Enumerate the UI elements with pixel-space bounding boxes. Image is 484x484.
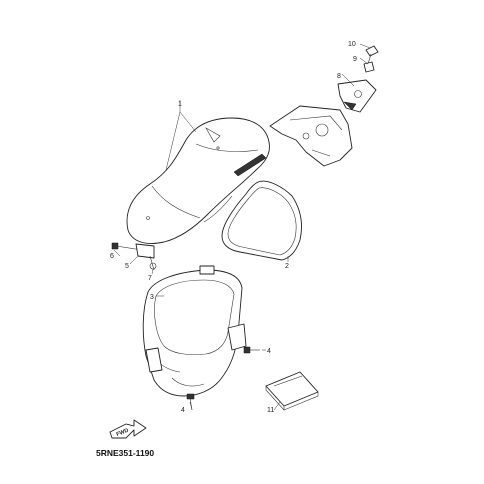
- seat: [126, 117, 270, 244]
- screw-4-right: [243, 346, 260, 354]
- hinge-plate: [337, 79, 377, 113]
- luggage-box: [142, 265, 247, 397]
- drawing-code: 5RNE351-1190: [96, 448, 154, 458]
- fwd-label: FWD: [116, 428, 130, 438]
- screw-4-bottom: [186, 393, 195, 411]
- leader-lines: [113, 43, 371, 411]
- callout-9: 9: [353, 56, 357, 63]
- callout-5: 5: [125, 263, 129, 270]
- callout-11: 11: [267, 407, 274, 414]
- callout-2: 2: [285, 263, 289, 270]
- callout-8: 8: [337, 73, 341, 80]
- hinge-bolt: [363, 45, 379, 73]
- callout-6: 6: [110, 253, 114, 260]
- callout-10: 10: [348, 41, 356, 48]
- callout-3: 3: [150, 294, 154, 301]
- seat-hinge-bracket: [269, 105, 353, 167]
- callout-4-right: 4: [267, 348, 271, 355]
- callout-4-bottom: 4: [181, 407, 185, 414]
- fwd-arrow-icon: FWD: [109, 419, 147, 439]
- callout-7: 7: [148, 275, 152, 282]
- seat-seal: [221, 180, 303, 261]
- seat-bracket-bolts: [111, 242, 157, 271]
- callout-1: 1: [178, 101, 182, 108]
- owners-manual: [265, 371, 319, 411]
